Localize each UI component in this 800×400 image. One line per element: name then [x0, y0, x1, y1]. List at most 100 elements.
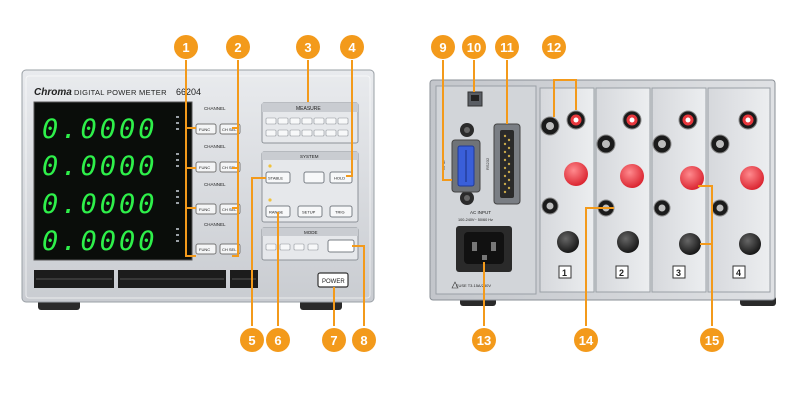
- measure-key[interactable]: [325, 129, 337, 137]
- chsel-button-2[interactable]: [219, 161, 241, 173]
- fuse-label: FUSE T3.15A/250V: [456, 283, 491, 288]
- svg-text:13: 13: [477, 333, 491, 348]
- current-terminal-red[interactable]: [740, 166, 764, 190]
- func-button-2-label: FUNC: [199, 165, 210, 170]
- svg-text:10: 10: [467, 40, 481, 55]
- func-button-4[interactable]: [195, 243, 217, 255]
- mode-key[interactable]: [279, 243, 291, 251]
- channel-label-3: CHANNEL: [204, 182, 226, 187]
- current-terminal-black[interactable]: [617, 231, 639, 253]
- warning-icon: [451, 281, 459, 289]
- range-button-label: RANGE: [269, 210, 284, 215]
- led-indicator: [268, 164, 272, 168]
- ac-inlet[interactable]: [456, 226, 512, 272]
- callout-1: 1: [174, 35, 198, 59]
- svg-text:6: 6: [274, 333, 281, 348]
- measure-keys: [265, 117, 349, 137]
- display-reading-3: 0.0000: [42, 189, 158, 220]
- measure-key[interactable]: [313, 117, 325, 125]
- svg-text:9: 9: [439, 40, 446, 55]
- measure-key[interactable]: [289, 129, 301, 137]
- chsel-button-1[interactable]: [219, 123, 241, 135]
- chsel-button-3[interactable]: [219, 203, 241, 215]
- current-terminal-red[interactable]: [564, 162, 588, 186]
- measure-key[interactable]: [301, 129, 313, 137]
- channel-label-2: CHANNEL: [204, 144, 226, 149]
- mode-select-button[interactable]: [327, 239, 355, 253]
- callout-2: 2: [226, 35, 250, 59]
- svg-text:1: 1: [182, 40, 189, 55]
- gpib-connector[interactable]: [451, 139, 481, 193]
- func-button-1-label: FUNC: [199, 127, 210, 132]
- svg-text:15: 15: [705, 333, 719, 348]
- measure-key[interactable]: [301, 117, 313, 125]
- chsel-button-4-label: CH SEL: [222, 247, 237, 252]
- measure-key[interactable]: [313, 129, 325, 137]
- channel-group-4: CHANNEL FUNC CH SEL: [195, 222, 241, 255]
- led-indicator: [268, 198, 272, 202]
- trig-button-label: TRIG: [335, 210, 345, 215]
- measure-label: MEASURE: [296, 106, 321, 112]
- setup-button[interactable]: [297, 205, 323, 218]
- measure-key[interactable]: [337, 129, 349, 137]
- callout-7: 7: [322, 328, 346, 352]
- ac-input-label: AC INPUT: [470, 210, 491, 215]
- chsel-button-4[interactable]: [219, 243, 241, 255]
- svg-text:5: 5: [248, 333, 255, 348]
- callout-13: 13: [472, 328, 496, 352]
- module-2: 2: [595, 87, 651, 293]
- callout-14: 14: [574, 328, 598, 352]
- callout-12: 12: [542, 35, 566, 59]
- module-4: 4: [707, 87, 771, 293]
- current-terminal-red[interactable]: [620, 164, 644, 188]
- current-terminal-black[interactable]: [679, 233, 701, 255]
- measure-key[interactable]: [325, 117, 337, 125]
- module-number-3: 3: [676, 268, 681, 278]
- system-block: SYSTEM STABLE HOLD RANGE SETUP TRIG: [261, 151, 359, 223]
- chsel-button-2-label: CH SEL: [222, 165, 237, 170]
- power-button-label: POWER: [322, 279, 345, 285]
- callout-4: 4: [340, 35, 364, 59]
- module-number-4: 4: [736, 268, 741, 278]
- callout-9: 9: [431, 35, 455, 59]
- mode-key[interactable]: [307, 243, 319, 251]
- module-1: 1: [539, 87, 595, 293]
- mode-key[interactable]: [265, 243, 277, 251]
- svg-text:14: 14: [579, 333, 594, 348]
- svg-text:8: 8: [360, 333, 367, 348]
- rear-panel: GPIB RS232 AC INPUT 100-240V~ 50/60 Hz F…: [429, 79, 776, 306]
- current-terminal-black[interactable]: [739, 233, 761, 255]
- callout-11: 11: [495, 35, 519, 59]
- svg-text:2: 2: [234, 40, 241, 55]
- display-reading-2: 0.0000: [42, 151, 158, 182]
- module-3: 3: [651, 87, 707, 293]
- hold-button[interactable]: [329, 171, 353, 184]
- channel-label-4: CHANNEL: [204, 222, 226, 227]
- chsel-button-1-label: CH SEL: [222, 127, 237, 132]
- measure-key[interactable]: [289, 117, 301, 125]
- measure-key[interactable]: [265, 129, 277, 137]
- front-panel: Chroma DIGITAL POWER METER 66204 0.0000 …: [21, 69, 375, 310]
- measure-block: MEASURE: [261, 102, 359, 144]
- trig-button[interactable]: [329, 205, 353, 218]
- channel-label-1: CHANNEL: [204, 106, 226, 111]
- measure-key[interactable]: [337, 117, 349, 125]
- measure-key[interactable]: [277, 129, 289, 137]
- channel-controls: CHANNEL FUNC CH SEL CHANNEL FUNC CH SEL …: [195, 106, 241, 255]
- lock-button[interactable]: [303, 171, 325, 184]
- svg-text:11: 11: [500, 40, 514, 55]
- mode-block: MODE: [261, 227, 359, 261]
- brand-logo: Chroma: [34, 87, 72, 98]
- current-terminal-red[interactable]: [680, 166, 704, 190]
- rs232-connector[interactable]: [493, 123, 521, 205]
- display-rows: 0.0000 0.0000 0.0000 0.0000: [42, 114, 158, 257]
- rs232-label: RS232: [485, 157, 490, 170]
- measure-key[interactable]: [265, 117, 277, 125]
- callout-8: 8: [352, 328, 376, 352]
- measure-key[interactable]: [277, 117, 289, 125]
- display-reading-1: 0.0000: [42, 114, 158, 145]
- mode-key[interactable]: [293, 243, 305, 251]
- hold-button-label: HOLD: [334, 176, 345, 181]
- current-terminal-black[interactable]: [557, 231, 579, 253]
